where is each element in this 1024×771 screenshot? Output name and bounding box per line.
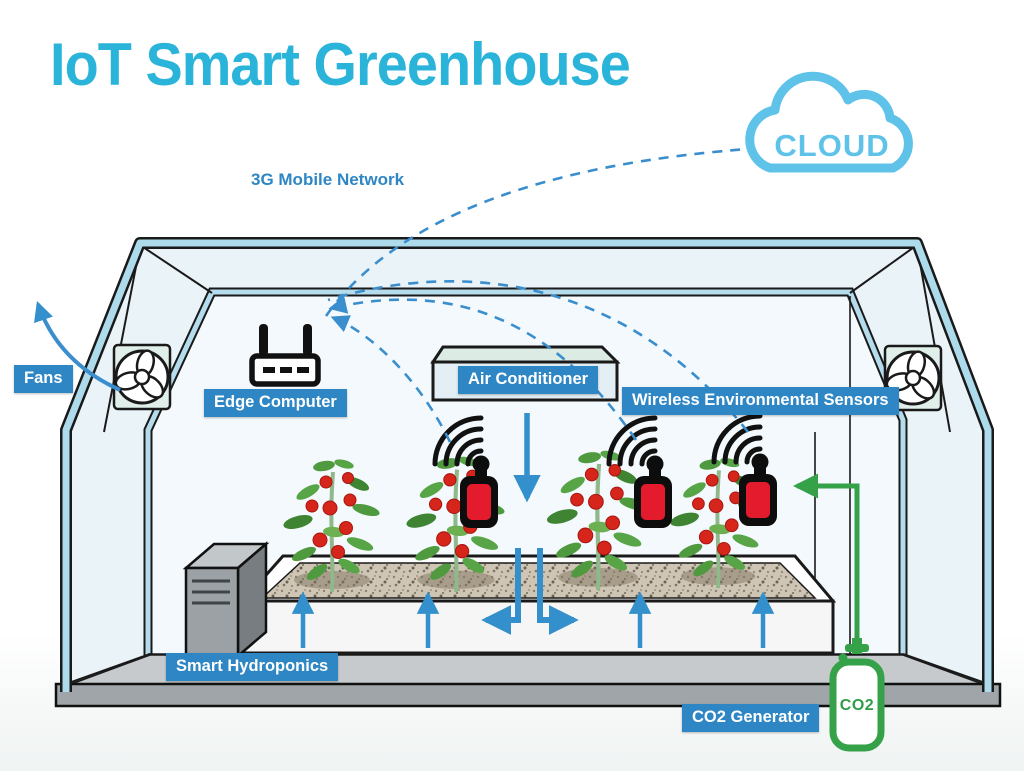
co2-tank-label: CO2 (839, 697, 875, 714)
smart-hydroponics-label: Smart Hydroponics (166, 653, 339, 681)
foundation-slab (54, 682, 1002, 708)
edge-to-cloud-link (324, 146, 763, 317)
page-title: IoT Smart Greenhouse (50, 31, 631, 98)
cloud-label: CLOUD (774, 128, 890, 163)
co2-generator-label: CO2 Generator (682, 704, 820, 732)
inner-frame-beam (145, 289, 906, 655)
cloud-icon (745, 71, 913, 173)
co2-tank-icon (829, 658, 885, 752)
wireless-sensors-label: Wireless Environmental Sensors (622, 387, 899, 415)
airflow-left-arrow (481, 548, 521, 635)
edge-computer-label: Edge Computer (204, 389, 347, 417)
fan-exhaust-arrow (34, 300, 121, 392)
co2-generator (792, 473, 885, 752)
airflow-right-arrow (537, 548, 579, 635)
air-conditioner-label: Air Conditioner (458, 366, 599, 394)
sensor-to-edge-link (327, 280, 750, 433)
hydroponics-tower (182, 541, 270, 659)
planter-bed (239, 554, 837, 655)
sensor-to-edge-link (330, 315, 452, 443)
fan-icon (112, 343, 172, 411)
network-label: 3G Mobile Network (251, 170, 405, 189)
co2-flow-arrow (792, 473, 860, 650)
airflow-arrows (291, 413, 775, 648)
fans-label: Fans (14, 365, 73, 393)
outer-frame-beam (62, 239, 992, 692)
router-icon (249, 324, 321, 387)
